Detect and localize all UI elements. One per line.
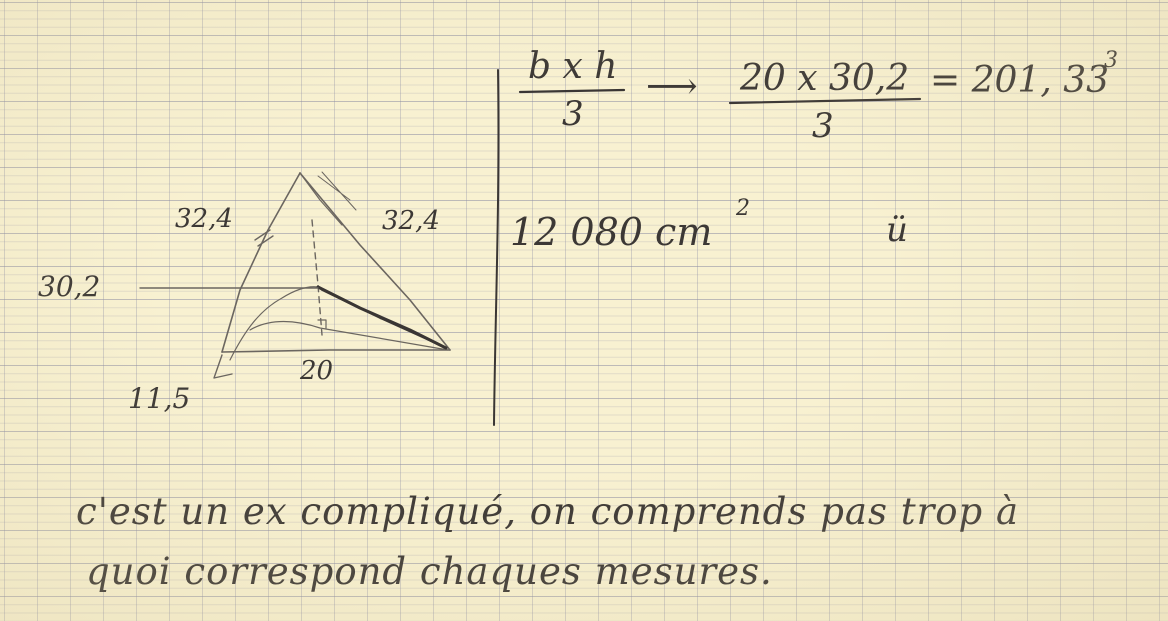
arrow-icon: ⟶ bbox=[646, 66, 698, 107]
height-label: 30,2 bbox=[38, 270, 101, 303]
calc-exponent: 3 bbox=[1104, 48, 1118, 73]
side-label: 11,5 bbox=[128, 382, 191, 415]
edge-tick-marks bbox=[254, 229, 274, 247]
pyramid-bold-edge-2 bbox=[321, 289, 441, 346]
side-pointer bbox=[213, 354, 233, 379]
formula-fraction-bar bbox=[518, 88, 626, 94]
pyramid-base-edge bbox=[221, 349, 451, 353]
edge-right-label: 32,4 bbox=[382, 206, 440, 236]
comment-line-1: c'est un ex compliqué, on comprends pas … bbox=[76, 490, 1020, 533]
formula-numerator: b x h bbox=[528, 46, 618, 87]
calc-result: = 201, 33 bbox=[930, 60, 1110, 101]
pyramid-inner-curve bbox=[229, 286, 319, 361]
comment-line-2: quoi correspond chaques mesures. bbox=[86, 550, 773, 593]
calc-denominator: 3 bbox=[812, 106, 834, 146]
formula-denominator: 3 bbox=[562, 94, 584, 134]
smiley-icon: ü bbox=[886, 210, 908, 250]
area-value: 12 080 cm bbox=[510, 210, 713, 254]
pyramid-right-edge bbox=[299, 172, 451, 351]
calc-numerator: 20 x 30,2 bbox=[740, 58, 910, 99]
right-angle-mark bbox=[317, 319, 327, 329]
area-exponent: 2 bbox=[736, 196, 750, 221]
top-hatching bbox=[317, 171, 357, 211]
calc-fraction-bar bbox=[728, 97, 922, 105]
pyramid-inner-line bbox=[249, 320, 449, 351]
pyramid-back-edge bbox=[299, 172, 343, 226]
edge-left-label: 32,4 bbox=[175, 204, 233, 234]
vertical-separator bbox=[493, 69, 500, 426]
base-label: 20 bbox=[300, 356, 334, 386]
pyramid-left-edge bbox=[221, 172, 301, 353]
pyramid-height-line bbox=[311, 219, 323, 336]
